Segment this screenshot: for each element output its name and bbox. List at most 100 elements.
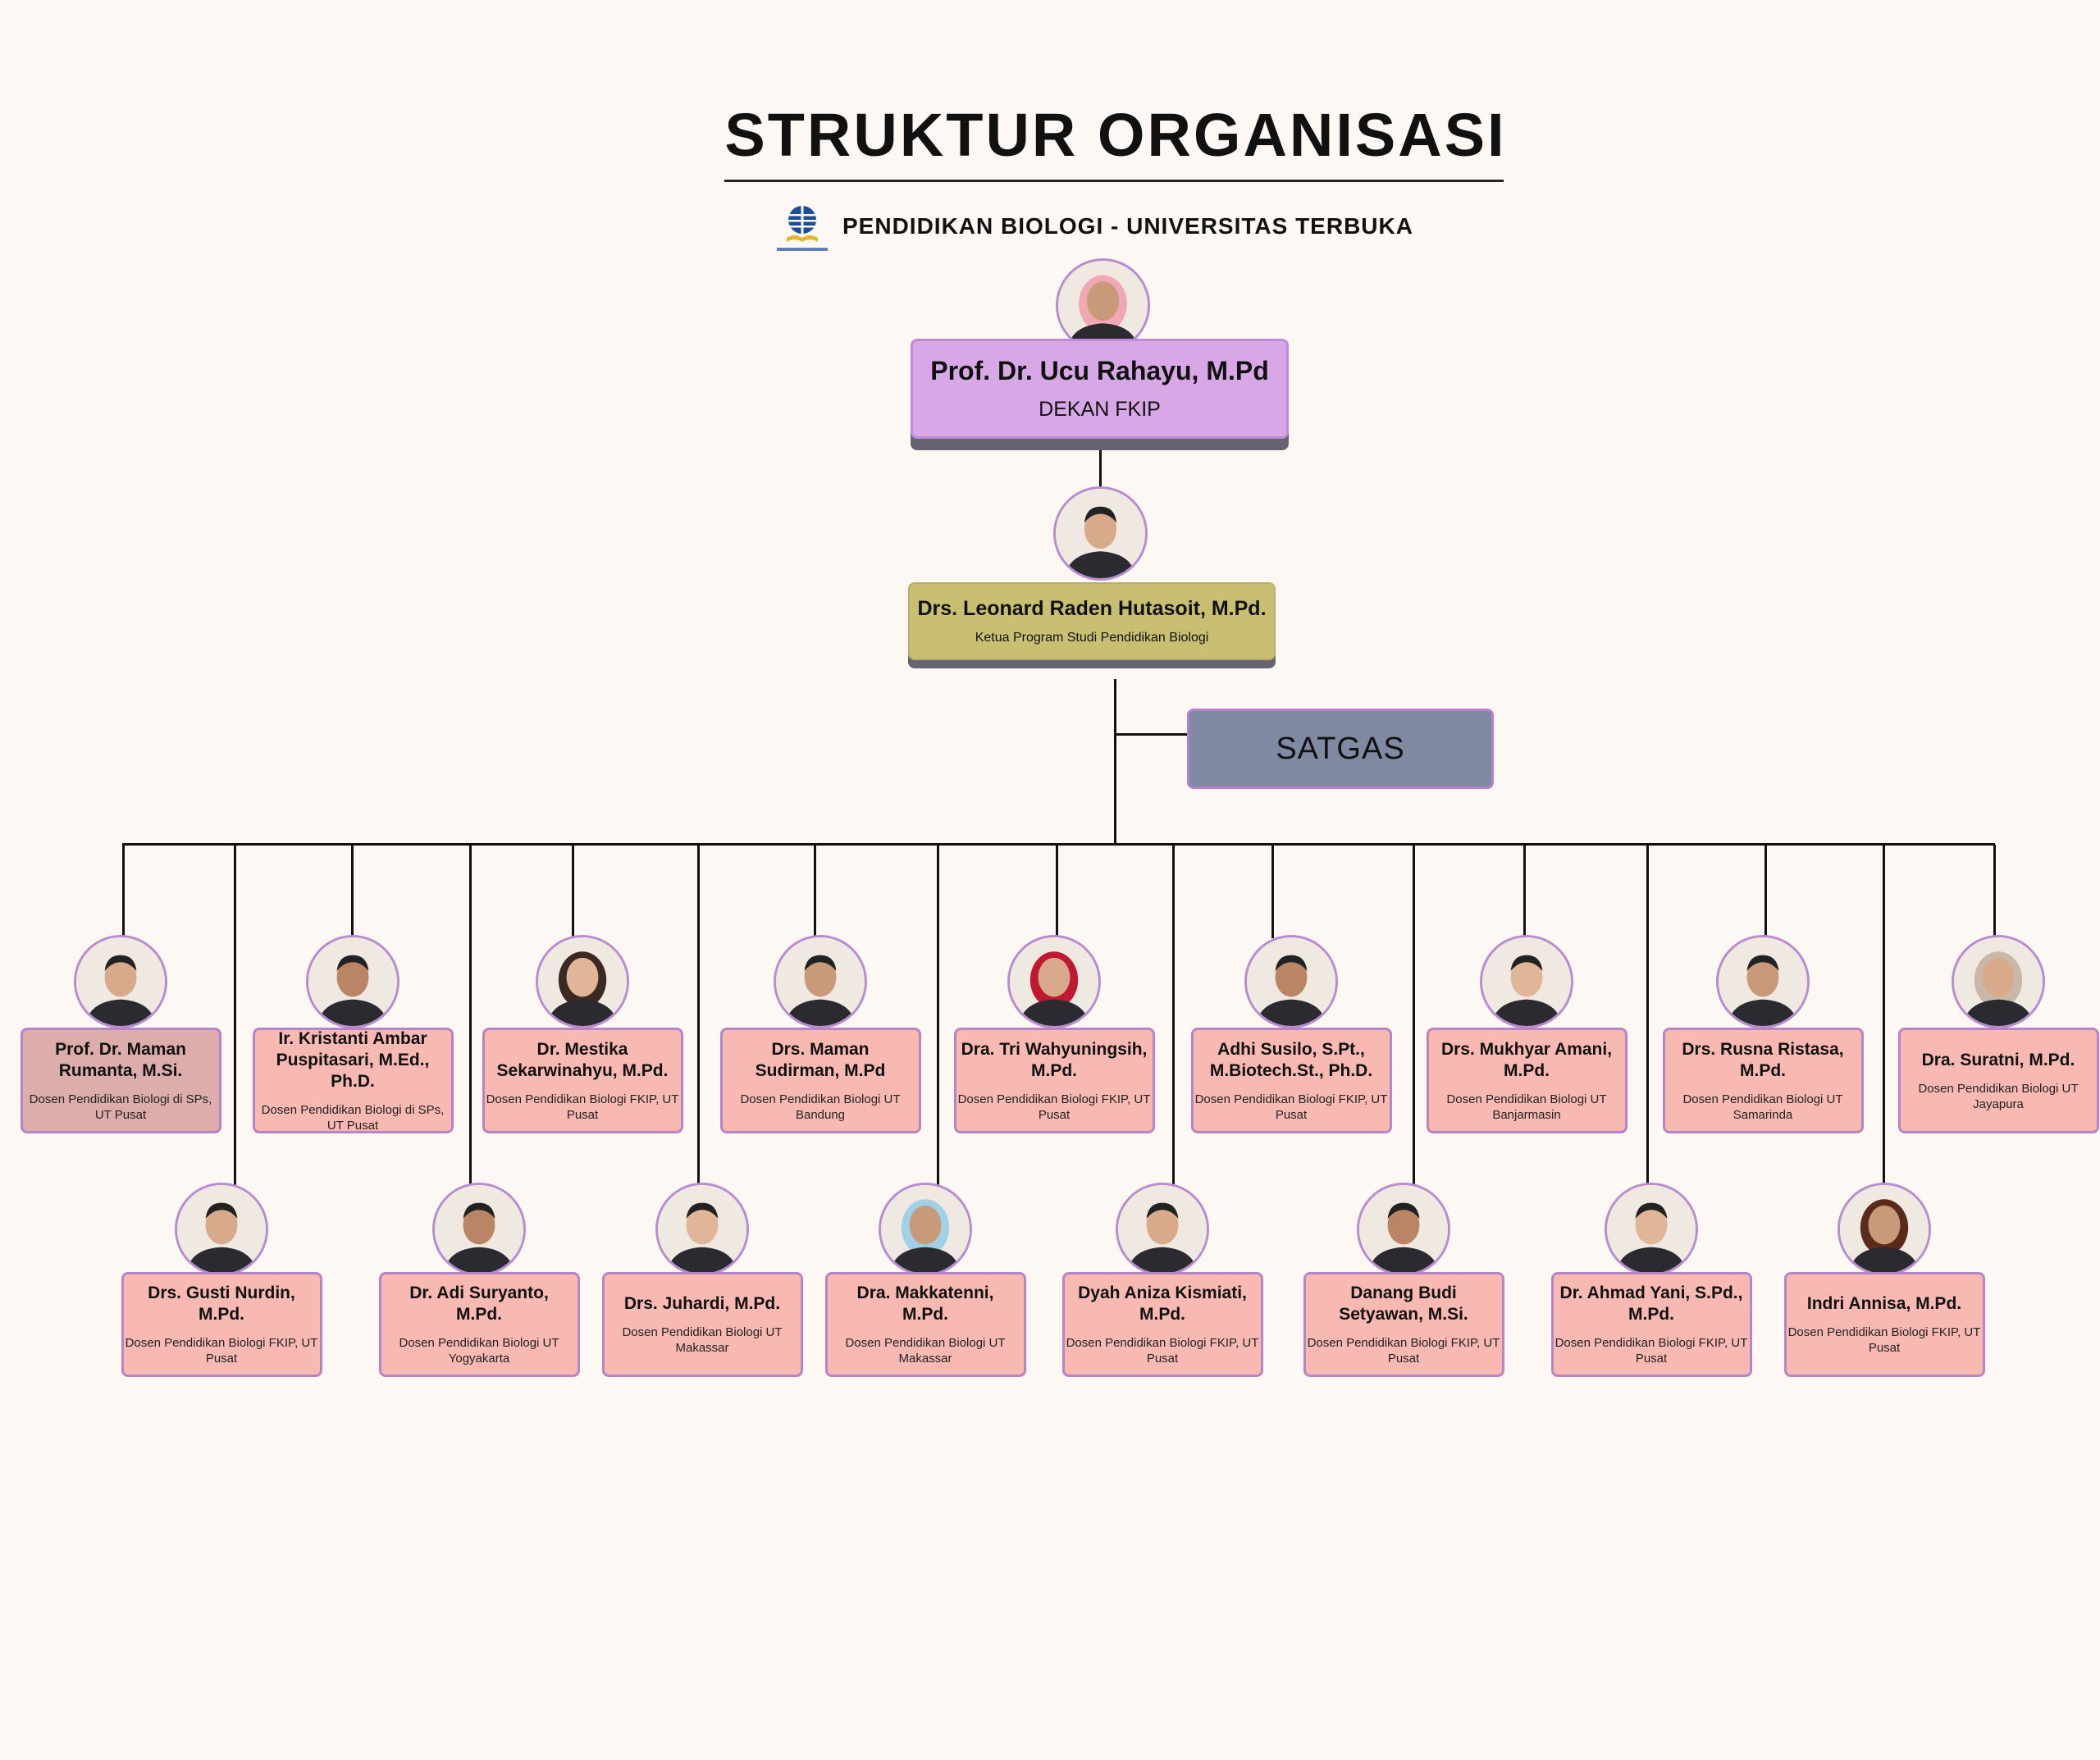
lecturer-role: Dosen Pendidikan Biologi UT Bandung: [740, 1092, 901, 1122]
row1-photo: [774, 935, 867, 1028]
person-photo-icon: [1954, 937, 2043, 1026]
person-photo-icon: [1056, 489, 1145, 578]
lecturer-name: Drs. Gusti Nurdin, M.Pd.: [148, 1284, 295, 1324]
row1-lecturer-node: Adhi Susilo, S.Pt., M.Biotech.St., Ph.D.…: [1190, 1028, 1392, 1133]
kaprodi-name: Drs. Leonard Raden Hutasoit, M.Pd.: [917, 597, 1267, 620]
connector-row1: [1523, 845, 1526, 938]
lecturer-role: Dosen Pendidikan Biologi di SPs, UT Pusa…: [261, 1102, 445, 1133]
person-photo-icon: [1247, 937, 1335, 1026]
connector-row2: [1413, 845, 1415, 1186]
row1-photo: [1716, 935, 1810, 1028]
row1-lecturer-node: Dr. Mestika Sekarwinahyu, M.Pd.Dosen Pen…: [482, 1028, 683, 1133]
lecturer-role: Dosen Pendidikan Biologi FKIP, UT Pusat: [1554, 1336, 1748, 1366]
row2-lecturer-node: Dyah Aniza Kismiati, M.Pd. Dosen Pendidik…: [1061, 1272, 1263, 1377]
row2-photo: [1357, 1183, 1450, 1276]
person-photo-icon: [881, 1185, 970, 1274]
connector-row1: [572, 845, 574, 938]
dean-name: Prof. Dr. Ucu Rahayu, M.Pd: [930, 356, 1269, 385]
person-photo-icon: [776, 937, 865, 1026]
lecturer-role: Dosen Pendidikan Biologi FKIP, UT Pusat: [1066, 1336, 1259, 1366]
lecturer-name: Drs. Maman Sudirman, M.Pd: [755, 1039, 886, 1080]
lecturer-name: Dyah Aniza Kismiati, M.Pd.: [1078, 1284, 1247, 1324]
lecturer-role: Dosen Pendidikan Biologi FKIP, UT Pusat: [1787, 1325, 1981, 1355]
person-photo-icon: [1607, 1185, 1696, 1274]
lecturer-name: Dr. Ahmad Yani, S.Pd., M.Pd.: [1559, 1284, 1743, 1324]
connector-row1: [814, 845, 816, 938]
row2-lecturer-node: Indri Annisa, M.Pd. Dosen Pendidikan Biol…: [1783, 1272, 1985, 1377]
dean-role: DEKAN FKIP: [1039, 398, 1161, 421]
lecturer-name: Drs. Rusna Ristasa, M.Pd.: [1682, 1039, 1844, 1080]
satgas-node: SATGAS: [1187, 709, 1494, 789]
row1-lecturer-node: Ir. Kristanti Ambar Puspitasari, M.Ed., …: [252, 1028, 454, 1133]
lecturer-role: Dosen Pendidikan Biologi FKIP, UT Pusat: [1194, 1092, 1388, 1122]
lecturer-name: Prof. Dr. Maman Rumanta, M.Si.: [55, 1039, 186, 1080]
connector-row2: [1883, 845, 1885, 1186]
row2-photo: [1838, 1183, 1931, 1276]
row1-photo: [74, 935, 167, 1028]
person-photo-icon: [1010, 937, 1098, 1026]
row2-lecturer-node: Drs. Gusti Nurdin, M.Pd. Dosen Pendidikan…: [121, 1272, 322, 1377]
person-photo-icon: [76, 937, 165, 1026]
row2-lecturer-node: Drs. Juhardi, M.Pd. Dosen Pendidikan Biol…: [601, 1272, 803, 1377]
lecturer-name: Dra. Makkatenni, M.Pd.: [856, 1284, 994, 1324]
connector-dean-kaprodi: [1099, 450, 1102, 491]
lecturer-name: Adhi Susilo, S.Pt., M.Biotech.St., Ph.D.: [1209, 1039, 1373, 1080]
connector-row1: [1993, 845, 1996, 938]
kaprodi-node: Drs. Leonard Raden Hutasoit, M.Pd. Ketua…: [908, 582, 1276, 660]
title-underline: [724, 180, 1504, 182]
connector-row1: [1271, 845, 1274, 938]
lecturer-name: Drs. Mukhyar Amani, M.Pd.: [1440, 1039, 1613, 1080]
lecturer-name: Danang Budi Setyawan, M.Si.: [1339, 1284, 1468, 1324]
row2-photo: [1116, 1183, 1209, 1276]
connector-row1: [351, 845, 354, 938]
row1-lecturer-node: Drs. Mukhyar Amani, M.Pd.Dosen Pendidika…: [1426, 1028, 1628, 1133]
row1-photo: [536, 935, 629, 1028]
row1-photo: [1952, 935, 2045, 1028]
connector-row1: [122, 845, 125, 938]
lecturer-name: Dr. Adi Suryanto, M.Pd.: [409, 1284, 549, 1324]
person-photo-icon: [538, 937, 627, 1026]
person-photo-icon: [1359, 1185, 1448, 1274]
row2-lecturer-node: Dr. Adi Suryanto, M.Pd. Dosen Pendidikan …: [378, 1272, 580, 1377]
connector-satgas: [1114, 733, 1188, 736]
lecturer-name: Drs. Juhardi, M.Pd.: [623, 1294, 781, 1313]
connector-row2: [234, 845, 236, 1186]
person-photo-icon: [1058, 261, 1148, 350]
person-photo-icon: [1719, 937, 1807, 1026]
row1-lecturer-node: Dra. Tri Wahyuningsih, M.Pd. Dosen Pendid…: [953, 1028, 1155, 1133]
person-photo-icon: [1118, 1185, 1207, 1274]
connector-row2: [1646, 845, 1649, 1186]
dean-photo: [1056, 258, 1150, 353]
university-logo-icon: [775, 203, 829, 254]
row1-photo: [306, 935, 399, 1028]
row2-photo: [879, 1183, 972, 1276]
connector-row1: [1764, 845, 1767, 938]
row2-photo: [1605, 1183, 1698, 1276]
row1-lecturer-node: Drs. Rusna Ristasa, M.Pd. Dosen Pendidika…: [1662, 1028, 1864, 1133]
connector-kaprodi-trunk: [1114, 679, 1116, 845]
lecturer-role: Dosen Pendidikan Biologi di SPs, UT Pusa…: [29, 1092, 212, 1122]
row2-lecturer-node: Danang Budi Setyawan, M.Si.Dosen Pendidi…: [1303, 1272, 1504, 1377]
lecturer-role: Dosen Pendidikan Biologi UT Jayapura: [1918, 1081, 2079, 1111]
row1-lecturer-node: Prof. Dr. Maman Rumanta, M.Si. Dosen Pend…: [20, 1028, 221, 1133]
row2-lecturer-node: Dr. Ahmad Yani, S.Pd., M.Pd. Dosen Pendid…: [1550, 1272, 1752, 1377]
lecturer-role: Dosen Pendidikan Biologi UT Makassar: [622, 1325, 783, 1355]
row2-photo: [175, 1183, 268, 1276]
lecturer-role: Dosen Pendidikan Biologi UT Samarinda: [1682, 1092, 1843, 1122]
row1-lecturer-node: Dra. Suratni, M.Pd.Dosen Pendidikan Biol…: [1897, 1028, 2099, 1133]
lecturer-role: Dosen Pendidikan Biologi UT Yogyakarta: [399, 1336, 559, 1366]
page-subtitle: PENDIDIKAN BIOLOGI - UNIVERSITAS TERBUKA: [842, 213, 1413, 239]
row2-photo: [432, 1183, 526, 1276]
lecturer-name: Dra. Tri Wahyuningsih, M.Pd.: [961, 1039, 1148, 1080]
lecturer-name: Indri Annisa, M.Pd.: [1806, 1294, 1962, 1313]
lecturer-role: Dosen Pendidikan Biologi FKIP, UT Pusat: [957, 1092, 1151, 1122]
connector-row2: [937, 845, 939, 1186]
kaprodi-role: Ketua Program Studi Pendidikan Biologi: [975, 631, 1209, 645]
person-photo-icon: [1482, 937, 1571, 1026]
connector-row2: [697, 845, 700, 1186]
person-photo-icon: [435, 1185, 523, 1274]
lecturer-role: Dosen Pendidikan Biologi FKIP, UT Pusat: [125, 1336, 318, 1366]
kaprodi-photo: [1053, 486, 1148, 581]
person-photo-icon: [177, 1185, 266, 1274]
